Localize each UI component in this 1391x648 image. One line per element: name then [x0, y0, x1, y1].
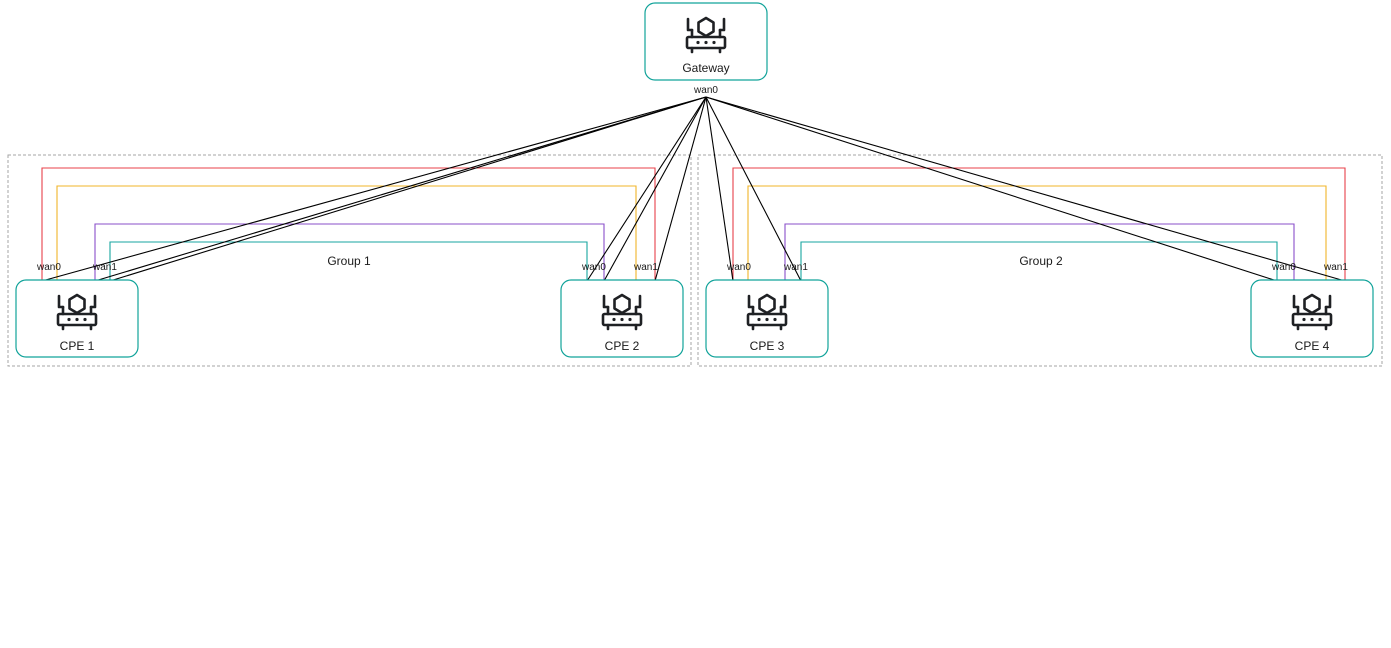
cpe-4-port-wan1: wan1	[1323, 262, 1348, 273]
cpe-2-port-wan1: wan1	[633, 262, 658, 273]
group-2-container	[697, 154, 1383, 367]
link-cpe3-cpe4-red[interactable]	[732, 167, 1346, 281]
gateway-node[interactable]: Gateway	[644, 2, 768, 81]
gateway-label: Gateway	[682, 61, 729, 75]
link-gateway-cpe4-wan0[interactable]	[705, 96, 1278, 282]
cpe-3-label: CPE 3	[750, 339, 785, 353]
group-1-label: Group 1	[327, 254, 371, 268]
gateway-port-wan0: wan0	[693, 85, 718, 96]
cpe-1-port-wan0: wan0	[36, 262, 61, 273]
link-gateway-cpe3-wan0[interactable]	[705, 96, 734, 282]
link-cpe1-cpe2-red[interactable]	[41, 167, 656, 281]
link-gateway-cpe2-wan1[interactable]	[654, 96, 707, 282]
link-cpe1-cpe2-teal[interactable]	[109, 241, 588, 281]
link-gateway-cpe2-wan0[interactable]	[586, 96, 707, 282]
link-cpe3-cpe4-yellow[interactable]	[747, 185, 1327, 281]
link-gateway-cpe1-extra[interactable]	[94, 96, 707, 282]
link-gateway-cpe3-wan1[interactable]	[705, 96, 802, 282]
link-gateway-cpe2-extra[interactable]	[603, 96, 707, 282]
link-cpe3-cpe4-purple[interactable]	[784, 223, 1295, 281]
cpe-1-label: CPE 1	[60, 339, 95, 353]
group-1-container	[7, 154, 692, 367]
cpe-2-label: CPE 2	[605, 339, 640, 353]
link-cpe1-cpe2-purple[interactable]	[94, 223, 605, 281]
cpe-2-node[interactable]: CPE 2	[560, 279, 684, 358]
group-2-label: Group 2	[1019, 254, 1063, 268]
link-gateway-cpe4-wan1[interactable]	[705, 96, 1346, 282]
cpe-1-node[interactable]: CPE 1	[15, 279, 139, 358]
cpe-2-port-wan0: wan0	[581, 262, 606, 273]
link-gateway-cpe1-wan0[interactable]	[41, 96, 707, 282]
cpe-4-label: CPE 4	[1295, 339, 1330, 353]
cpe-4-port-wan0: wan0	[1271, 262, 1296, 273]
cpe-3-port-wan1: wan1	[783, 262, 808, 273]
cpe-4-node[interactable]: CPE 4	[1250, 279, 1374, 358]
cpe-3-port-wan0: wan0	[726, 262, 751, 273]
link-cpe1-cpe2-yellow[interactable]	[56, 185, 637, 281]
link-gateway-cpe1-wan1[interactable]	[109, 96, 707, 282]
cpe-1-port-wan1: wan1	[92, 262, 117, 273]
gateway-links	[41, 96, 1346, 282]
cpe-3-node[interactable]: CPE 3	[705, 279, 829, 358]
